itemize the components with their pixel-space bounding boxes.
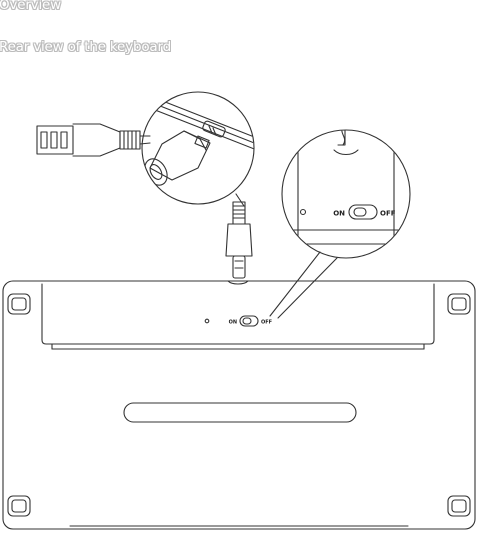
usb-a-plug — [37, 124, 140, 156]
callout-line — [278, 258, 337, 318]
led-indicator — [301, 210, 306, 215]
stand-slot — [124, 403, 356, 422]
rubber-feet — [8, 294, 470, 516]
switch-on-label: ON — [333, 210, 345, 218]
switch-detail-zoom: ON OFF — [280, 122, 412, 258]
keyboard-off-label: OFF — [261, 320, 272, 326]
switch-off-label: OFF — [380, 210, 396, 218]
callout-line — [270, 252, 320, 316]
micro-usb-plug — [226, 202, 252, 278]
port-detail-zoom — [140, 92, 262, 206]
keyboard-on-label: ON — [229, 320, 237, 326]
power-switch[interactable] — [349, 205, 377, 219]
usb-cable — [140, 136, 150, 144]
keyboard-body: ON OFF — [3, 281, 475, 529]
